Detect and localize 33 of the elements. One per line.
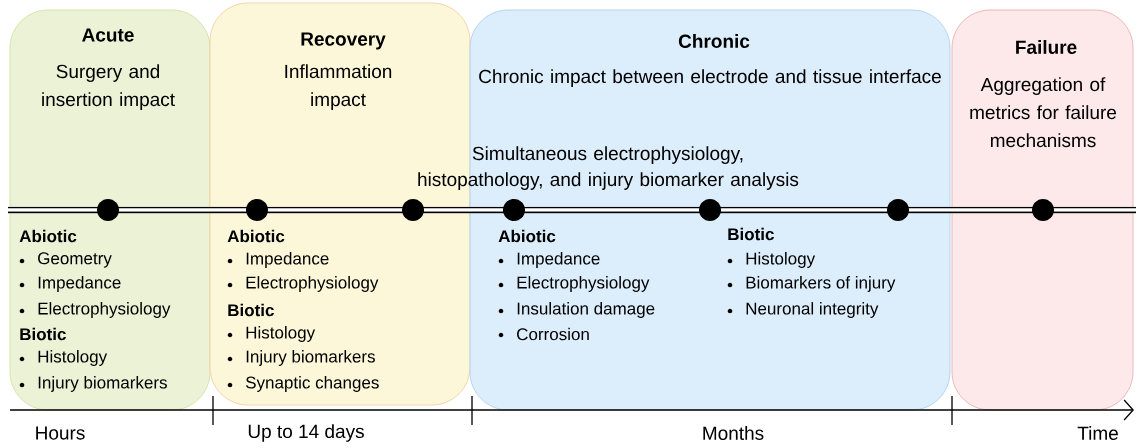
phase-description: Surgery and insertion impact (42, 64, 175, 110)
phase-description: Aggregation of metrics for failure mechanisms (970, 77, 1117, 148)
phase-description: Inflammation impact (285, 64, 392, 110)
list-item: Electrophysiology (19, 302, 171, 318)
group-heading: Abiotic (19, 229, 77, 243)
list-item: Corrosion (498, 327, 589, 341)
list-item: Electrophysiology (227, 276, 379, 292)
group-heading: Biotic (228, 303, 274, 317)
phase-description: Chronic impact between electrode and tissue interface (479, 69, 941, 87)
list-item: Injury biomarkers (19, 376, 167, 392)
list-item: Injury biomarkers (227, 350, 375, 366)
phase-title: Recovery (301, 32, 386, 50)
list-item: Electrophysiology (498, 276, 650, 292)
group-heading: Abiotic (227, 229, 285, 243)
group-heading: Abiotic (498, 229, 556, 243)
list-item: Neuronal integrity (727, 302, 879, 318)
list-item: Histology (19, 350, 108, 366)
analysis-note: Simultaneous electrophysiology, histopathology, and injury biomarker analysis (418, 146, 799, 190)
axis-label: Up to 14 days (248, 424, 364, 442)
group-heading: Biotic (20, 327, 66, 341)
list-item: Histology (727, 252, 816, 268)
list-item: Impedance (19, 276, 121, 292)
group-heading: Biotic (728, 227, 774, 241)
list-item: Histology (227, 326, 316, 342)
list-item: Geometry (19, 252, 112, 268)
list-item: Impedance (227, 252, 329, 268)
phase-title: Chronic (678, 34, 750, 48)
list-item: Synaptic changes (227, 376, 379, 392)
phase-title: Acute (82, 28, 134, 42)
list-item: Biomarkers of injury (727, 276, 896, 292)
list-item: Insulation damage (498, 302, 655, 318)
list-item: Impedance (498, 252, 600, 268)
phase-title: Failure (1016, 40, 1077, 54)
